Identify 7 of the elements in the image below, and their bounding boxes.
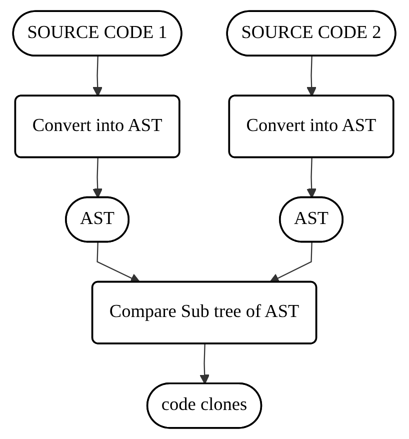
arrow — [96, 242, 141, 283]
arrow — [92, 56, 103, 97]
arrow — [270, 242, 313, 283]
arrow — [92, 158, 103, 198]
arrow — [306, 56, 317, 97]
arrow — [306, 158, 317, 198]
arrow — [200, 344, 210, 384]
